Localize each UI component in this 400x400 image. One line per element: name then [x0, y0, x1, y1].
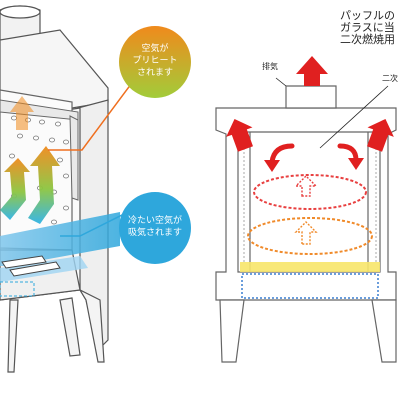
cold-air-bubble-text: 冷たい空気が 吸気されます	[115, 215, 195, 239]
exhaust-label: 排気	[262, 62, 278, 71]
warm-air-arrows	[0, 96, 60, 224]
cold-bubble-line-2: 吸気されます	[127, 228, 182, 238]
warm-bubble-line-1: 空気が	[141, 44, 169, 54]
cold-bubble-line-1: 冷たい空気が	[127, 216, 182, 226]
callout-leader	[319, 85, 389, 149]
curved-flow-heads	[264, 158, 364, 172]
flame-arrows	[294, 175, 318, 197]
warm-bubble-line-3: されます	[136, 68, 173, 78]
ash-tray-band	[240, 262, 380, 272]
air-intake-zone	[241, 273, 379, 299]
warm-bubble-line-2: プリヒート	[132, 56, 178, 66]
callout-line-2: ガラスに当	[340, 21, 395, 34]
firewood	[1, 255, 61, 277]
exhaust-leader	[275, 77, 287, 87]
side-air-channels	[243, 140, 377, 262]
flame-arrows-lower	[294, 221, 318, 245]
cold-air-bubble	[119, 192, 191, 264]
exhaust-arrows	[226, 56, 394, 152]
secondary-label: 二次	[382, 74, 398, 83]
warm-air-bubble-text: 空気が プリヒート されます	[119, 43, 191, 79]
curved-flow-arrows	[269, 143, 359, 165]
warm-air-bubble	[119, 26, 191, 98]
baffle-callout: パッフルの ガラスに当 二次燃焼用	[340, 10, 400, 54]
callout-line-3: 二次燃焼用	[340, 33, 395, 46]
callout-line-1: パッフルの	[340, 10, 395, 22]
air-holes	[9, 115, 69, 225]
flame-zones	[247, 174, 373, 255]
leader-lines	[48, 71, 141, 237]
